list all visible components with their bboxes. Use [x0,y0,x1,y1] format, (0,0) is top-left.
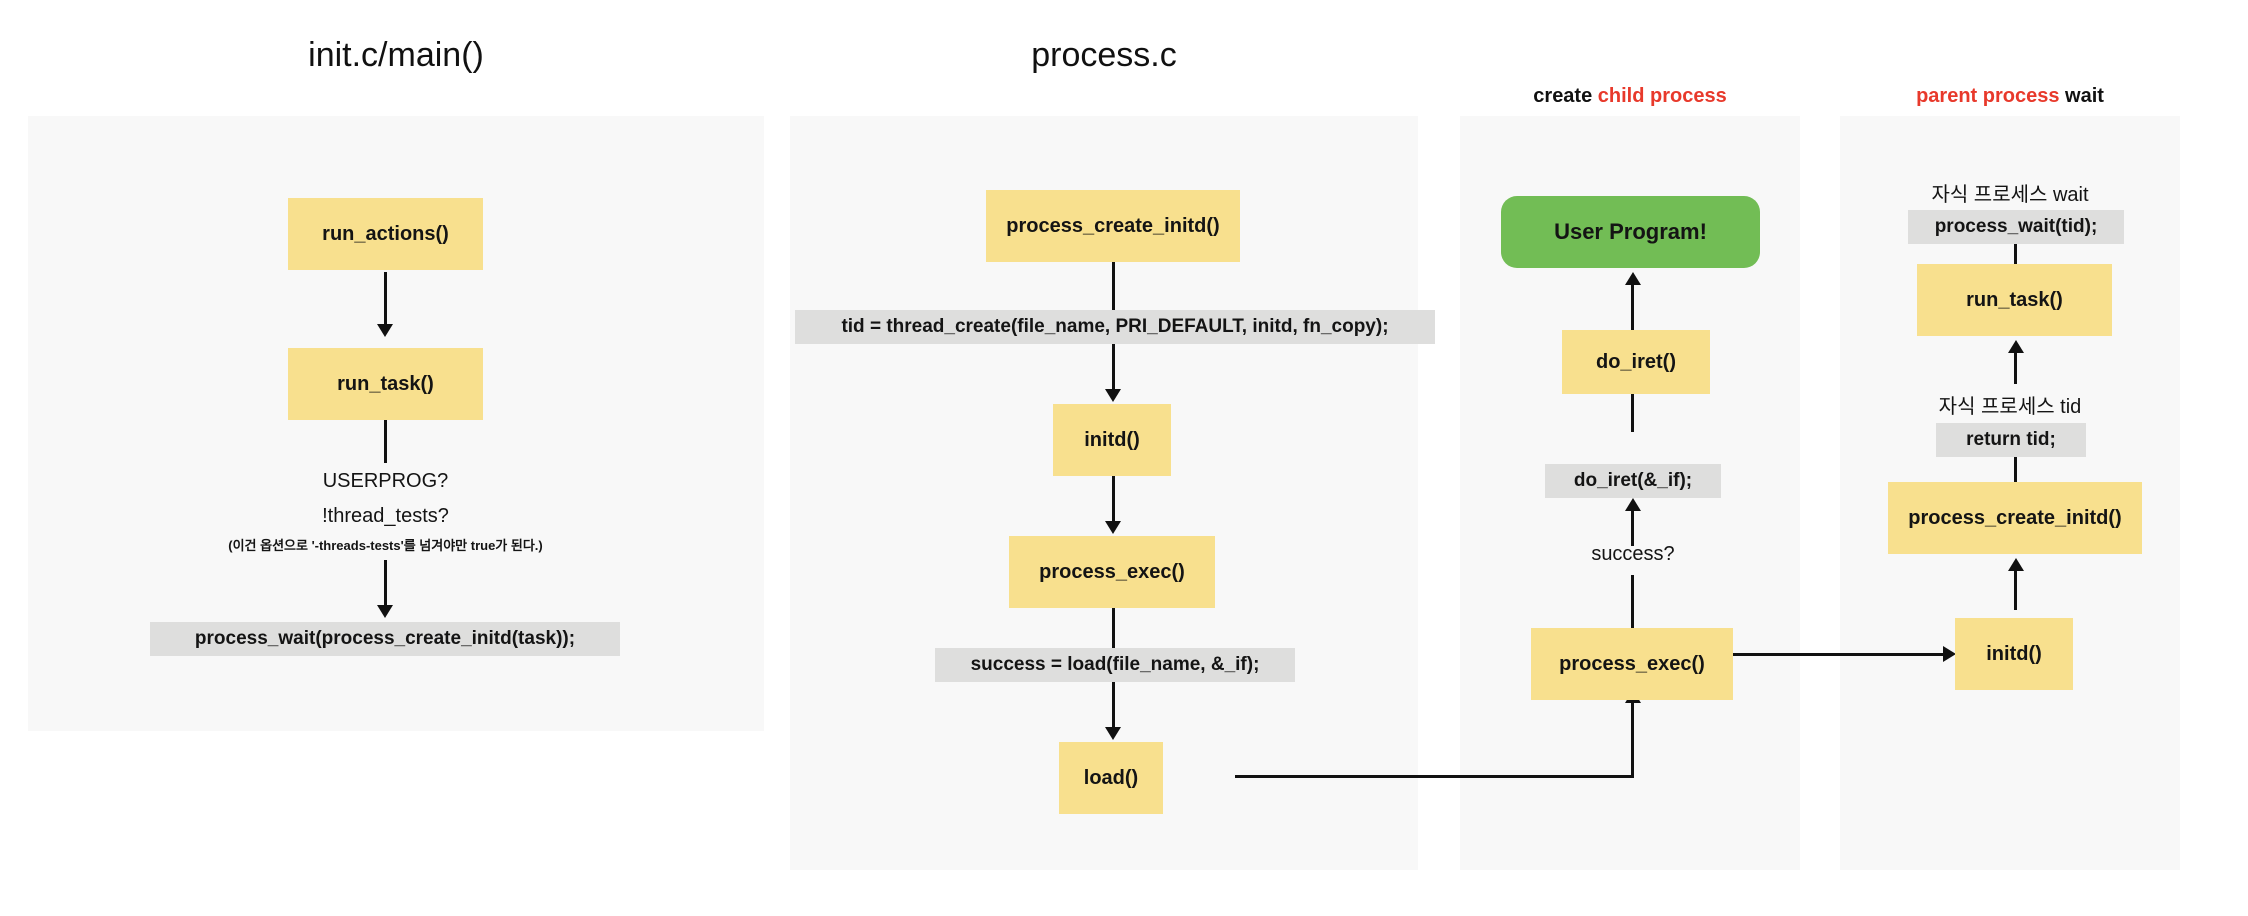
arrow-down-icon [377,605,393,618]
column-title-text: init.c/main() [308,36,484,74]
condition-thread-tests: !thread_tests? [188,505,583,528]
arrow-down-icon [1105,521,1121,534]
label-text: 자식 프로세스 wait [1931,184,2089,206]
arrow-down-icon [377,324,393,337]
code-process-wait-tid: process_wait(tid); [1908,210,2124,244]
arrow-down-icon [1105,389,1121,402]
condition-label: !thread_tests? [322,505,449,527]
connector-child-exec-to-parent-initd [1733,653,1945,656]
connector-initd-to-process-exec [1112,476,1115,524]
box-label: run_actions() [322,222,449,245]
column-title-parent-process-wait: parent process wait [1840,85,2180,108]
box-label: load() [1083,766,1139,789]
code-label: success = load(file_name, &_if); [970,654,1260,675]
box-label: initd() [1986,642,2042,665]
label-text: 자식 프로세스 tid [1938,396,2082,418]
column-title-part-create: create [1533,85,1598,107]
code-label: tid = thread_create(file_name, PRI_DEFAU… [841,316,1389,337]
note-threads-tests-option: (이건 옵션으로 '-threads-tests'를 넘겨야만 true가 된다… [128,535,643,554]
connector-process-exec-to-load-call [1112,608,1115,650]
column-title-text: process.c [1031,36,1177,74]
code-label: return tid; [1966,429,2056,450]
box-run-task[interactable]: run_task() [288,348,483,420]
box-label: run_task() [337,372,434,395]
code-do-iret-if: do_iret(&_if); [1545,464,1721,498]
connector-return-tid-to-run-task [2014,350,2017,384]
condition-userprog: USERPROG? [188,470,583,493]
code-process-wait-create-initd: process_wait(process_create_initd(task))… [150,622,620,656]
arrow-right-icon [1943,646,1956,662]
connector-run-actions-to-run-task [384,272,387,327]
code-success-load: success = load(file_name, &_if); [935,648,1295,682]
connector-process-exec-to-success [1631,575,1634,633]
box-label: initd() [1084,428,1140,451]
code-label: process_wait(tid); [1934,216,2098,237]
box-label: run_task() [1966,288,2063,311]
connector-create-initd-to-thread-create [1112,262,1115,312]
arrow-down-icon [1105,727,1121,740]
box-initd[interactable]: initd() [1053,404,1171,476]
code-return-tid: return tid; [1936,423,2086,457]
connector-run-task-to-condition [384,420,387,463]
connector-success-to-do-iret-call [1631,508,1634,546]
connector-run-task-to-process-wait [2014,244,2017,270]
box-label: process_exec() [1039,560,1185,583]
connector-condition-to-process-wait [384,560,387,608]
connector-load-call-to-load [1112,682,1115,730]
box-user-program[interactable]: User Program! [1501,196,1760,268]
box-label: process_exec() [1559,652,1705,675]
column-title-part-wait: wait [2059,85,2104,107]
column-title-part-parent-process: parent process [1916,85,2060,107]
box-label: User Program! [1554,219,1707,244]
connector-do-iret-call-to-do-iret [1631,394,1634,432]
box-child-process-exec[interactable]: process_exec() [1531,628,1733,700]
connector-create-initd-to-return-tid [2014,457,2017,485]
column-title-init-main: init.c/main() [28,36,764,75]
connector-do-iret-to-user-program [1631,282,1634,330]
box-label: do_iret() [1596,350,1676,373]
box-process-exec[interactable]: process_exec() [1009,536,1215,608]
box-do-iret[interactable]: do_iret() [1562,330,1710,394]
column-title-create-child-process: create child process [1460,85,1800,108]
box-process-create-initd[interactable]: process_create_initd() [986,190,1240,262]
connector-parent-initd-to-create-initd [2014,568,2017,610]
connector-load-to-child-process-exec-riser [1631,700,1634,778]
label-child-process-tid: 자식 프로세스 tid [1840,390,2180,419]
box-parent-process-create-initd[interactable]: process_create_initd() [1888,482,2142,554]
box-load[interactable]: load() [1059,742,1163,814]
code-label: do_iret(&_if); [1573,470,1693,491]
label-success-condition: success? [1545,543,1721,566]
box-parent-run-task[interactable]: run_task() [1917,264,2112,336]
code-thread-create: tid = thread_create(file_name, PRI_DEFAU… [795,310,1435,344]
condition-label: USERPROG? [322,470,449,492]
connector-thread-create-to-initd [1112,344,1115,392]
note-label: (이건 옵션으로 '-threads-tests'를 넘겨야만 true가 된다… [228,538,543,553]
box-run-actions[interactable]: run_actions() [288,198,483,270]
arrow-up-icon [2008,558,2024,571]
condition-label: success? [1591,543,1675,565]
column-title-process-c: process.c [790,36,1418,75]
box-parent-initd[interactable]: initd() [1955,618,2073,690]
code-label: process_wait(process_create_initd(task))… [194,628,576,649]
label-child-process-wait: 자식 프로세스 wait [1840,178,2180,207]
arrow-up-icon [1625,498,1641,511]
connector-load-to-child-process-exec [1235,775,1634,778]
box-label: process_create_initd() [1006,214,1220,237]
column-title-part-child-process: child process [1597,85,1727,107]
arrow-up-icon [2008,340,2024,353]
box-label: process_create_initd() [1908,506,2122,529]
arrow-up-icon [1625,272,1641,285]
